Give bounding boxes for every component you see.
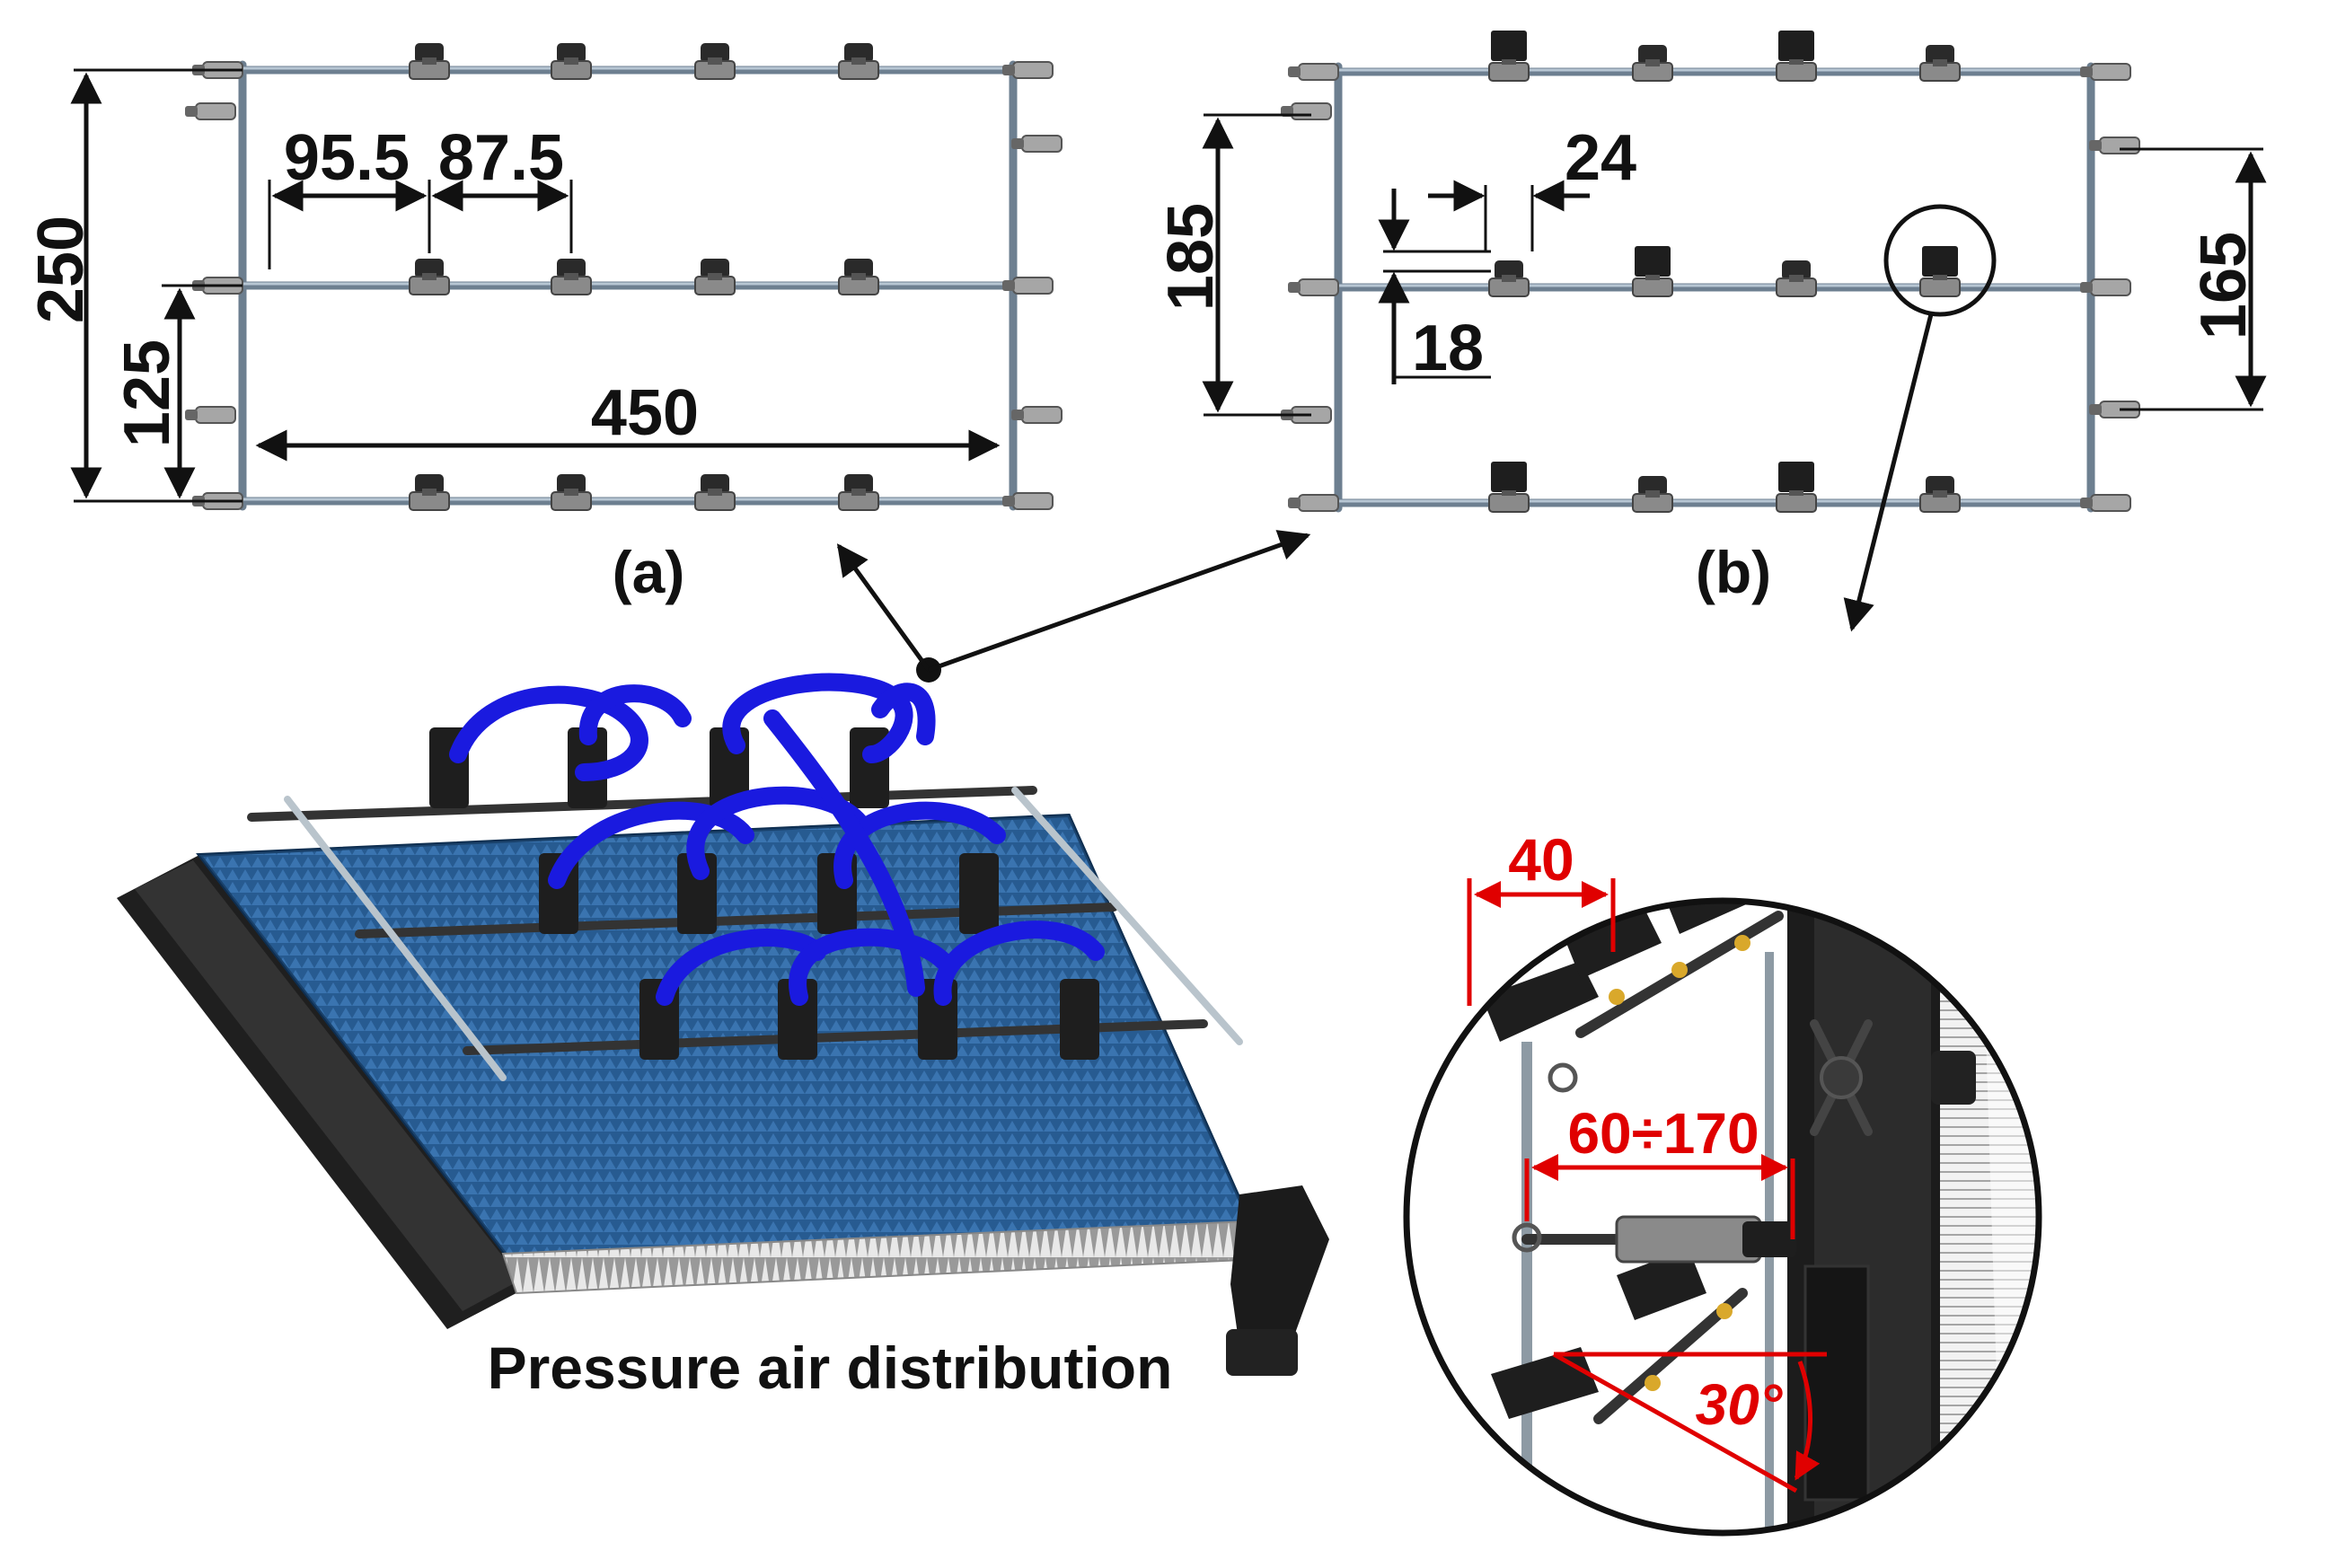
- dim-165: 165: [2188, 232, 2260, 339]
- dim-60-170: 60÷170: [1567, 1101, 1759, 1166]
- dim-125: 125: [111, 339, 183, 447]
- angle-30: 30°: [1696, 1372, 1783, 1437]
- dim-87-5: 87.5: [438, 122, 564, 194]
- panel-b-dimension-lines: [1202, 113, 2267, 417]
- panel-a-dimension-lines: [70, 68, 1001, 503]
- dim-24: 24: [1565, 122, 1636, 194]
- panel-a-frame: [184, 60, 1063, 511]
- dim-95-5: 95.5: [284, 122, 410, 194]
- panel-b-label: (b): [1696, 539, 1771, 605]
- model-caption: Pressure air distribution: [488, 1335, 1173, 1401]
- panel-b-frame: [1280, 62, 2140, 513]
- dim-185: 185: [1155, 203, 1227, 311]
- radiator-3d-model: [117, 673, 1329, 1376]
- dim-18: 18: [1412, 313, 1484, 384]
- panel-a-label: (a): [613, 539, 685, 605]
- dim-40: 40: [1508, 826, 1574, 893]
- dim-250: 250: [25, 216, 97, 323]
- connector-arrows: [836, 313, 1934, 683]
- dim-450: 450: [591, 377, 699, 449]
